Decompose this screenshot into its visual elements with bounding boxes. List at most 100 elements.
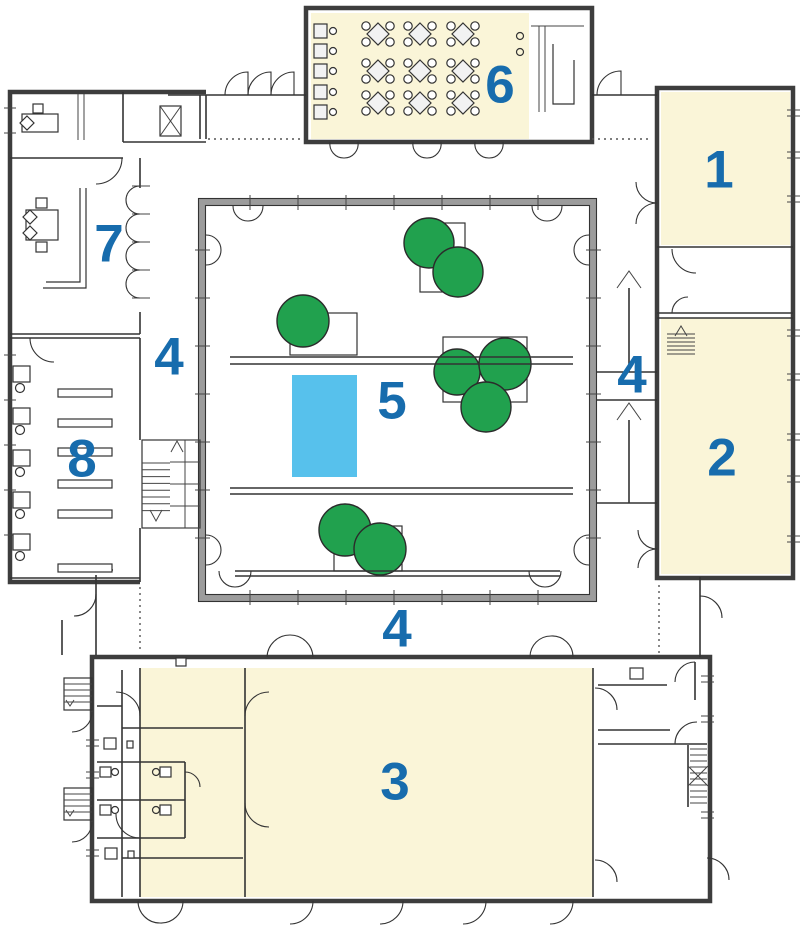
east-building-wall	[654, 85, 796, 581]
door-arc	[594, 859, 618, 883]
ramp-arrow	[616, 270, 642, 289]
area-label-7: 7	[94, 214, 124, 274]
toilet-fixture	[159, 804, 172, 816]
wall-vent	[175, 657, 187, 667]
reception-counter	[46, 188, 81, 283]
dining-chair	[470, 106, 480, 116]
toilet-fixture	[151, 805, 161, 815]
reading-desk	[12, 533, 31, 551]
reading-chair	[14, 550, 26, 562]
dining-table	[451, 59, 475, 83]
reading-chair	[14, 508, 26, 520]
pool	[292, 375, 357, 477]
door-arc	[205, 534, 222, 551]
office-chair	[19, 115, 35, 131]
door-arc	[29, 337, 55, 363]
area-label-4-west: 4	[154, 327, 184, 387]
dining-chair	[446, 74, 456, 84]
up-arrow-icon	[170, 439, 184, 453]
door-arc	[637, 529, 658, 550]
room-1-fill	[661, 92, 790, 245]
reception-counter	[43, 188, 87, 289]
serving-station	[313, 84, 328, 100]
area-label-5: 5	[377, 371, 407, 431]
bookshelf	[57, 388, 113, 398]
reading-chair	[14, 382, 26, 394]
door-arc	[71, 711, 93, 733]
reading-chair	[14, 424, 26, 436]
door-arc	[289, 634, 314, 658]
dining-chair	[427, 74, 437, 84]
door-arc	[247, 205, 264, 222]
dining-chair	[403, 106, 413, 116]
area-label-3: 3	[380, 752, 410, 812]
chair	[22, 225, 38, 241]
door-arc	[234, 570, 252, 588]
door-arc	[474, 141, 490, 159]
bookshelf	[57, 479, 113, 489]
down-arrow-icon	[149, 509, 163, 523]
door-arc	[232, 205, 249, 222]
toilet-fixture	[99, 804, 112, 816]
door-arc	[594, 687, 618, 711]
dining-table	[366, 59, 390, 83]
tree-icon	[432, 246, 484, 298]
serving-station	[313, 104, 328, 120]
dining-chair	[403, 74, 413, 84]
dining-chair	[361, 90, 371, 100]
dining-chair	[385, 90, 395, 100]
door-arc	[125, 185, 141, 215]
dining-chair	[446, 21, 456, 31]
door-arc	[205, 234, 222, 251]
dining-chair	[385, 58, 395, 68]
tree-icon	[460, 381, 512, 433]
area-label-2: 2	[707, 428, 737, 488]
sink	[126, 740, 134, 749]
reading-desk	[12, 491, 31, 509]
toilet-fixture	[110, 805, 120, 815]
tree-icon	[353, 522, 407, 576]
dining-chair	[470, 90, 480, 100]
door-arc	[289, 900, 314, 925]
bookshelf	[57, 509, 113, 519]
room-fills	[140, 13, 790, 897]
door-arc	[699, 595, 723, 619]
toilet-fixture	[159, 766, 172, 778]
door-arc	[550, 635, 574, 658]
down-arrow-icon	[65, 699, 75, 707]
serving-station	[313, 63, 328, 79]
dining-chair	[385, 37, 395, 47]
door-arc	[73, 593, 97, 617]
door-arcs	[29, 70, 730, 925]
dining-chair	[446, 37, 456, 47]
dining-chair	[403, 58, 413, 68]
serving-station	[313, 43, 328, 59]
door-arc	[635, 202, 658, 225]
dining-building-wall	[303, 5, 595, 145]
dining-chair	[361, 37, 371, 47]
door-arc	[573, 234, 590, 251]
door-arc	[596, 70, 622, 96]
bookshelf	[57, 418, 113, 428]
serving-station-seat	[328, 46, 338, 56]
elevator-icon	[159, 105, 182, 137]
counter	[629, 667, 644, 680]
dining-table	[408, 59, 432, 83]
dining-chair	[427, 90, 437, 100]
dining-chair	[403, 21, 413, 31]
dining-table	[451, 91, 475, 115]
door-arc	[270, 71, 295, 96]
door-arc	[95, 157, 123, 185]
dining-chair	[470, 37, 480, 47]
door-arc	[244, 802, 270, 828]
door-arc	[671, 296, 689, 314]
dining-chair	[403, 90, 413, 100]
area-label-4-east: 4	[617, 345, 647, 405]
courtyard-wall-outer-edge	[197, 197, 598, 603]
door-arc	[137, 900, 161, 924]
dining-chair	[385, 21, 395, 31]
door-arc	[573, 534, 590, 551]
door-arc	[218, 570, 236, 588]
door-arc	[125, 241, 141, 271]
